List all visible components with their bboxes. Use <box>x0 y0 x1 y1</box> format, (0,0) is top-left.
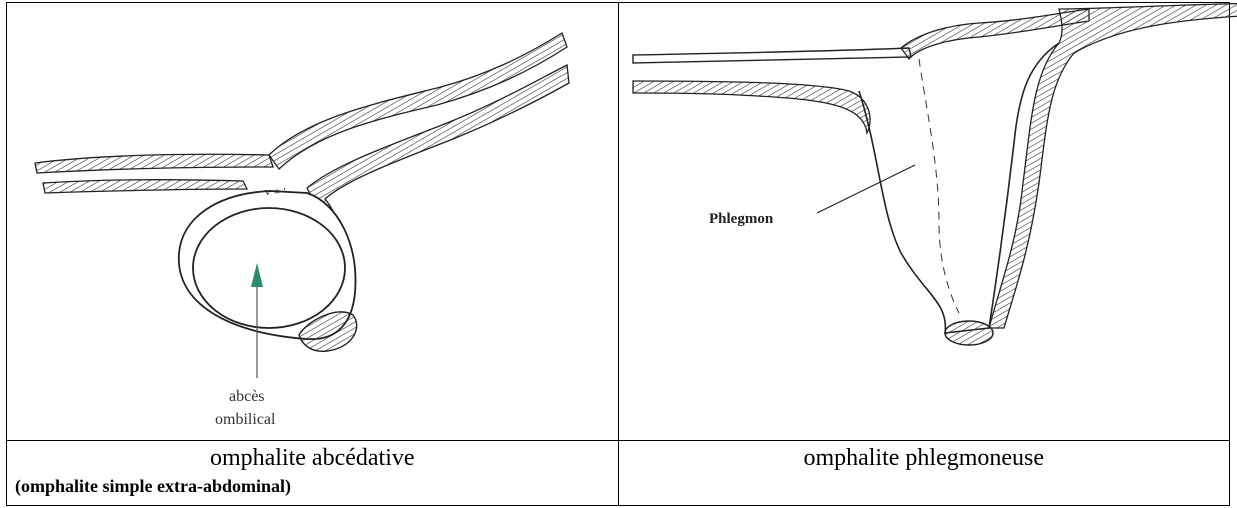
abscess-label: abcès <box>229 388 265 405</box>
umbilical-abscess-illustration: v ∗ ′ abcès ombilical <box>7 3 578 440</box>
umbilical-stump <box>945 321 993 345</box>
wall-band-right <box>989 3 1237 328</box>
abdominal-wall-lower-left <box>43 180 247 193</box>
phlegmon-label: Phlegmon <box>709 211 774 227</box>
left-subcaption: (omphalite simple extra-abdominal) <box>7 475 618 497</box>
abdominal-wall-upper-left <box>35 154 273 173</box>
left-caption: omphalite abcédative <box>7 445 618 471</box>
wall-band-left <box>633 81 870 133</box>
phlegmon-illustration: Phlegmon <box>619 3 1237 440</box>
left-illustration-cell: v ∗ ′ abcès ombilical <box>7 3 619 441</box>
abscess-cavity <box>193 208 345 328</box>
left-caption-cell: omphalite abcédative (omphalite simple e… <box>7 441 619 506</box>
abscess-label-line2: ombilical <box>215 411 276 428</box>
right-caption-cell: omphalite phlegmoneuse <box>618 441 1230 506</box>
figure-table: v ∗ ′ abcès ombilical <box>6 2 1230 506</box>
svg-text:v ∗ ′: v ∗ ′ <box>265 186 286 198</box>
skin-surface-left <box>633 48 911 63</box>
phlegmon-inner-wall <box>919 59 959 313</box>
right-illustration-cell: Phlegmon <box>618 3 1230 441</box>
right-caption: omphalite phlegmoneuse <box>619 445 1230 471</box>
phlegmon-pointer <box>817 165 915 213</box>
